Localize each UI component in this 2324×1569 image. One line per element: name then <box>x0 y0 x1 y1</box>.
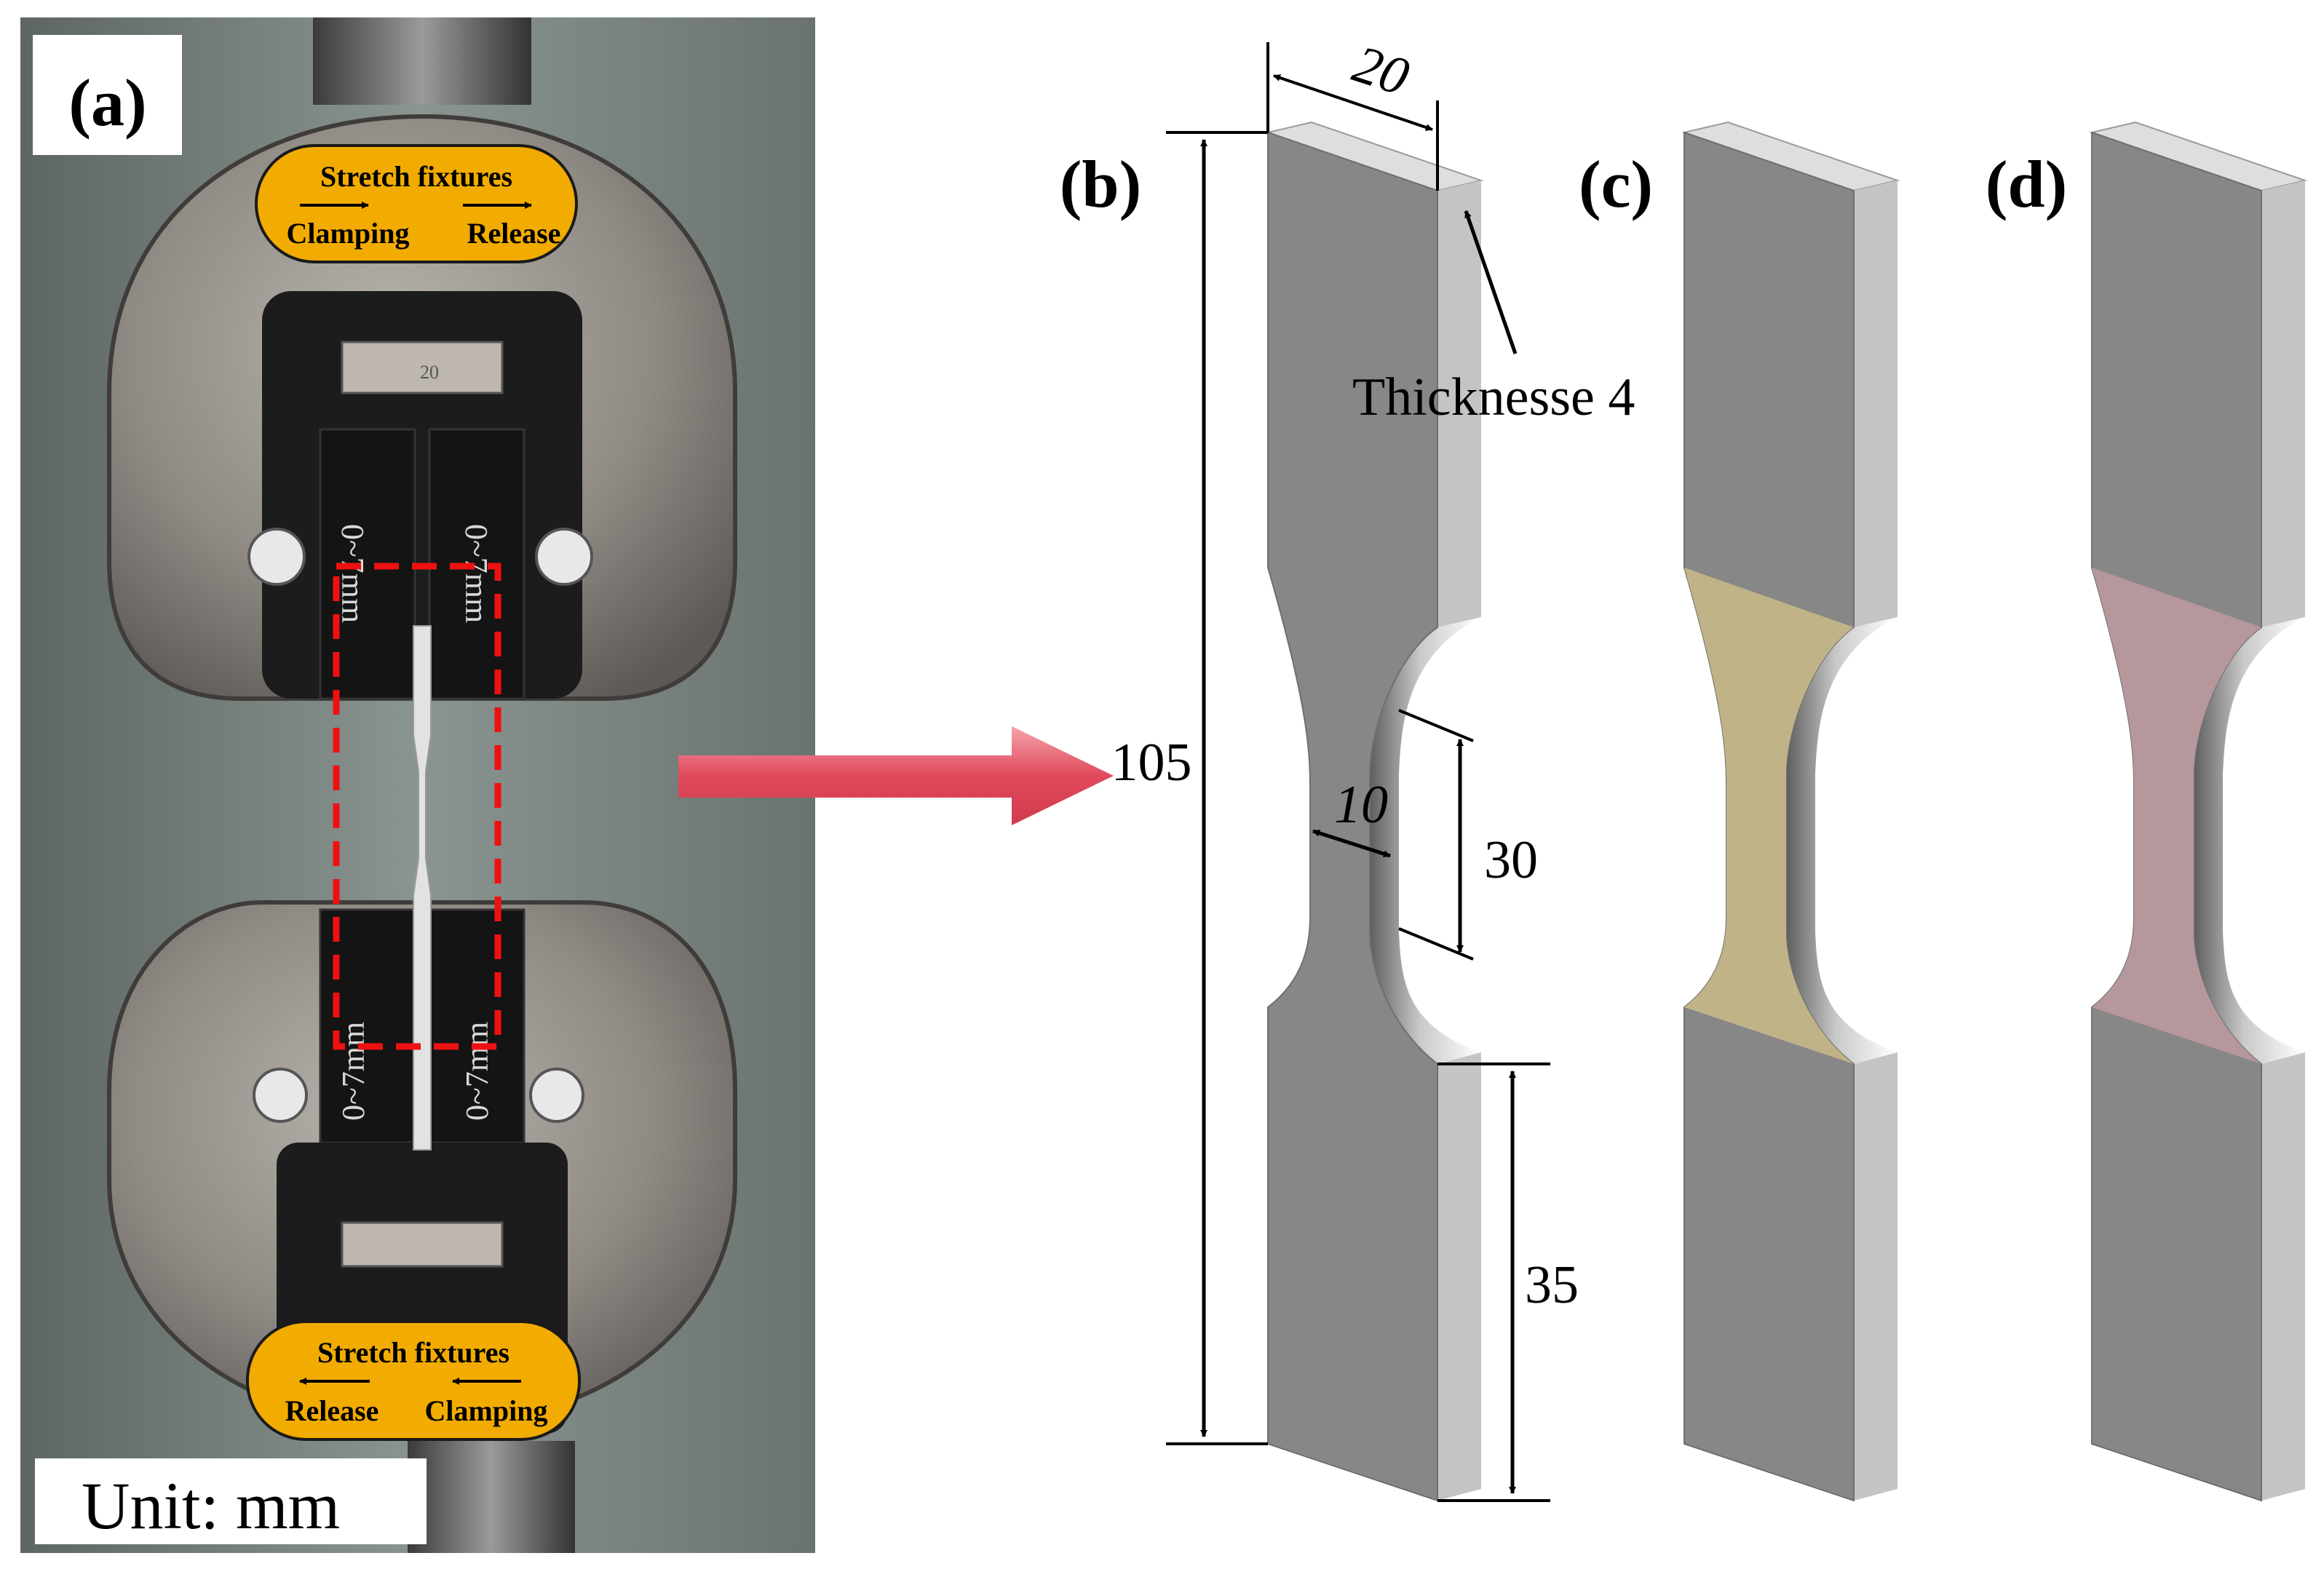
specimen-b-neck-surface <box>1370 617 1481 1064</box>
dim-neck-line <box>1312 829 1391 858</box>
dim-gauge-ext-bottom <box>1398 927 1474 961</box>
dim-neck-value: 10 <box>1334 775 1388 835</box>
lower-jaw-right-scale: 0~7mm <box>459 1022 495 1121</box>
specimen-d-side-lower <box>2261 1052 2305 1501</box>
dim-gauge-ext-top <box>1398 709 1474 742</box>
bottom-fixture-clamping: Clamping <box>425 1394 548 1427</box>
specimen-d-gauge-section <box>2092 568 2261 1064</box>
dim-thickness-leader <box>1464 210 1518 354</box>
bottom-fixture-title: Stretch fixtures <box>317 1336 509 1369</box>
dim-thickness-value: Thicknesse 4 <box>1352 368 1635 427</box>
dim-width-line <box>1273 74 1433 131</box>
bottom-fixture-release: Release <box>285 1394 379 1427</box>
lower-jaw-left-scale: 0~7mm <box>336 1022 371 1121</box>
specimen-c-neck-surface <box>1786 617 1897 1064</box>
panel-d-label: (d) <box>1986 147 2067 221</box>
upper-slider-block <box>341 341 504 394</box>
lower-left-bolt <box>253 1068 308 1123</box>
dim-grip-value: 35 <box>1525 1255 1579 1315</box>
upper-block-mark: 20 <box>420 362 439 383</box>
specimen-c-side-upper <box>1854 180 1897 627</box>
panel-a-label: (a) <box>68 65 146 140</box>
specimen-d-neck-surface <box>2194 617 2305 1064</box>
specimen-b-side-lower <box>1437 1052 1481 1501</box>
lower-slider-block <box>341 1221 504 1268</box>
lower-jaw-right <box>428 908 526 1144</box>
photo-specimen <box>413 625 432 1151</box>
unit-label-bg <box>35 1458 427 1544</box>
top-fixture-clamping: Clamping <box>287 217 410 250</box>
lower-shaft <box>408 1441 575 1553</box>
top-fixture-title: Stretch fixtures <box>320 160 512 193</box>
specimen-highlight-box <box>333 563 501 1050</box>
upper-jaw-right <box>428 428 526 700</box>
upper-jaw-left-scale: 0~7mm <box>335 524 370 623</box>
transition-arrow <box>678 726 1114 825</box>
specimen-c-gauge-section <box>1684 568 1854 1064</box>
dim-width-value: 20 <box>1347 34 1416 108</box>
top-fixture-label: Stretch fixtures Clamping Release <box>255 144 578 263</box>
panel-c-specimen: (c) <box>1579 121 1900 1502</box>
upper-jaw-right-scale: 0~7mm <box>459 524 494 623</box>
lower-right-bolt <box>529 1068 584 1123</box>
specimen-c-side-lower <box>1854 1052 1897 1501</box>
dim-gauge-value: 30 <box>1484 830 1538 890</box>
upper-right-bolt <box>535 528 593 586</box>
upper-grip: 20 0~7mm 0~7mm <box>107 114 737 701</box>
dim-length-value: 105 <box>1111 733 1192 793</box>
panel-b-label: (b) <box>1060 147 1141 221</box>
panel-a-label-bg <box>33 35 182 155</box>
upper-left-bolt <box>247 528 306 586</box>
panel-d-specimen: (d) <box>1986 121 2308 1502</box>
panel-c-label: (c) <box>1579 147 1653 221</box>
unit-label: Unit: mm <box>82 1469 340 1543</box>
specimen-d-side-upper <box>2261 180 2305 627</box>
top-fixture-release: Release <box>467 217 561 250</box>
panel-b-specimen: (b) 20 Thicknesse 4 105 10 30 35 <box>1060 34 1635 1502</box>
bottom-fixture-label: Stretch fixtures Release Clamping <box>246 1320 581 1441</box>
upper-shaft <box>313 17 531 105</box>
specimen-b-side-upper <box>1437 180 1481 627</box>
